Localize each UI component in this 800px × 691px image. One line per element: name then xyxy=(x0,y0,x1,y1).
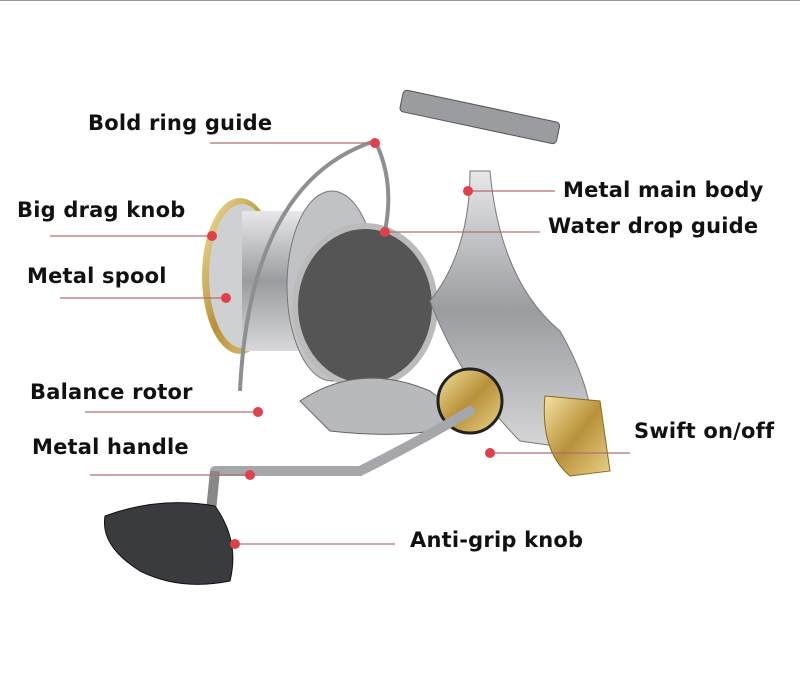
leader-lines xyxy=(50,142,630,545)
label-bold-ring-guide: Bold ring guide xyxy=(88,111,273,135)
dot-metal-handle xyxy=(245,470,255,480)
bail-wire xyxy=(238,138,391,392)
label-anti-grip-knob: Anti-grip knob xyxy=(410,528,584,552)
label-swift-on-off: Swift on/off xyxy=(634,419,775,443)
dot-swift-on-off xyxy=(485,448,495,458)
label-balance-rotor: Balance rotor xyxy=(30,380,193,404)
label-big-drag-knob: Big drag knob xyxy=(17,198,186,222)
dot-water-drop-guide xyxy=(380,227,390,237)
label-metal-spool: Metal spool xyxy=(27,264,167,288)
dot-bold-ring-guide xyxy=(370,138,380,148)
dot-anti-grip-knob xyxy=(230,539,240,549)
label-metal-main-body: Metal main body xyxy=(563,178,764,202)
marker-dots xyxy=(207,138,495,549)
handle xyxy=(103,406,475,585)
label-water-drop-guide: Water drop guide xyxy=(548,214,759,238)
dot-big-drag-knob xyxy=(207,231,217,241)
label-metal-handle: Metal handle xyxy=(32,435,189,459)
dot-balance-rotor xyxy=(253,407,263,417)
dot-metal-main-body xyxy=(463,186,473,196)
dot-metal-spool xyxy=(221,293,231,303)
rotor-body xyxy=(292,89,611,477)
